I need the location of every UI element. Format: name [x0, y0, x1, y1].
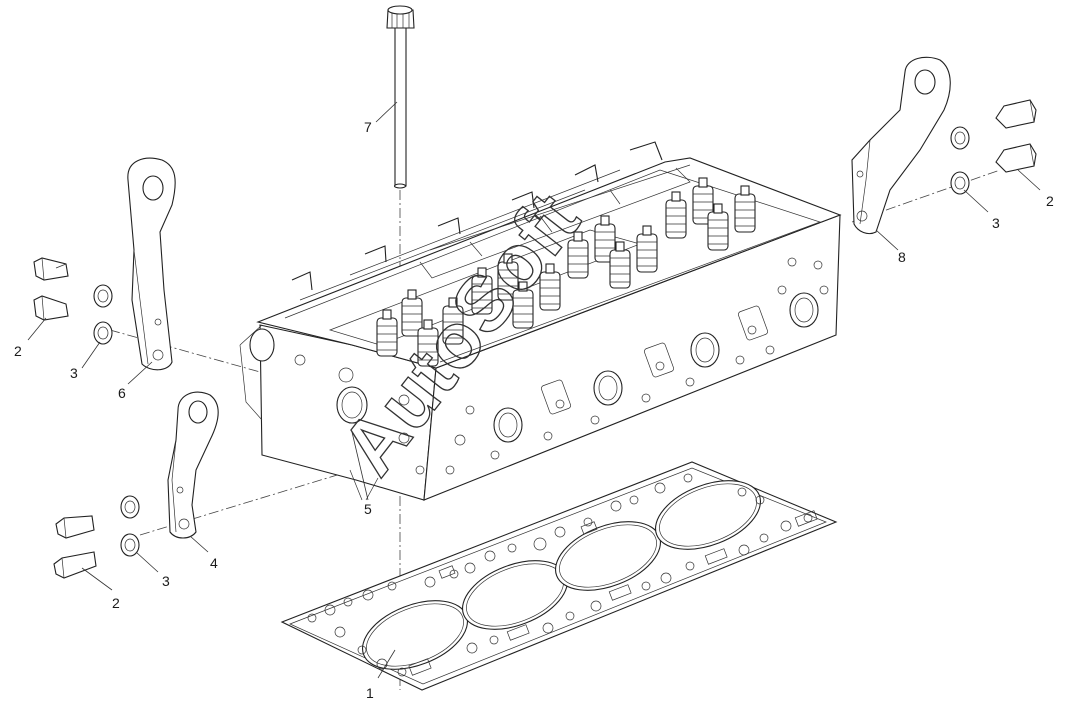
callout-7: 7: [364, 119, 372, 135]
valve-spring: [539, 263, 561, 311]
callout-1: 1: [366, 685, 374, 701]
callout-2-right: 2: [1046, 193, 1054, 209]
callouts: 1 2 2 2 3 3 3 4 5 6 7 8: [14, 119, 1054, 701]
lifting-eye-front: [167, 391, 219, 539]
callout-4: 4: [210, 555, 218, 571]
bolt: [33, 295, 69, 321]
valve-spring: [734, 185, 756, 233]
callout-6: 6: [118, 385, 126, 401]
leader-lines: [27, 101, 1041, 679]
valve-spring: [665, 191, 687, 239]
callout-3-right: 3: [992, 215, 1000, 231]
lifting-eye-right: [851, 56, 951, 235]
valve-spring: [707, 203, 729, 251]
valve-spring: [442, 297, 464, 345]
bolts: [33, 99, 1037, 579]
valve-spring: [512, 281, 534, 329]
bolt: [53, 551, 97, 579]
valve-spring: [636, 225, 658, 273]
bolt: [33, 257, 69, 281]
callout-2-bottom: 2: [112, 595, 120, 611]
valve-spring: [497, 253, 519, 301]
head-bolt: [386, 5, 415, 189]
callout-2-left: 2: [14, 343, 22, 359]
valve-springs: [376, 177, 756, 367]
valve-spring: [471, 267, 493, 315]
callout-5: 5: [364, 501, 372, 517]
valve-spring: [417, 319, 439, 367]
callout-8: 8: [898, 249, 906, 265]
valve-spring: [376, 309, 398, 357]
valve-spring: [567, 231, 589, 279]
callout-3-left: 3: [70, 365, 78, 381]
valve-spring: [401, 289, 423, 337]
washers: [93, 126, 970, 557]
valve-spring: [609, 241, 631, 289]
valve-spring: [594, 215, 616, 263]
callout-3-bottom: 3: [162, 573, 170, 589]
head-gasket: [280, 461, 838, 691]
bolt: [995, 99, 1037, 129]
bolt: [995, 143, 1037, 173]
bolt: [55, 515, 95, 539]
lifting-eye-left: [127, 157, 176, 371]
